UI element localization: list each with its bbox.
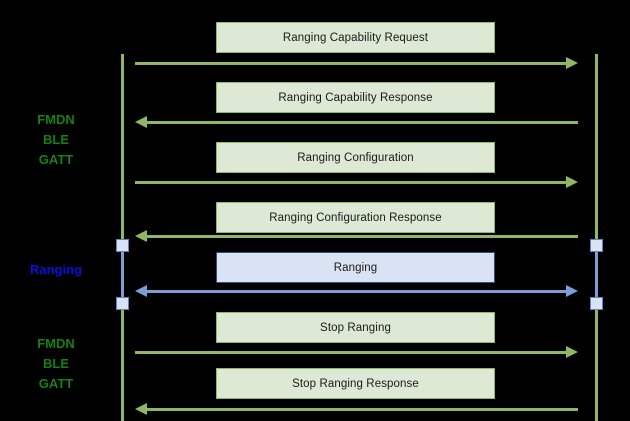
phase-label-line: FMDN [37, 336, 75, 351]
message-box-stop-ranging[interactable]: Stop Ranging [216, 312, 495, 343]
message-arrow-stop-ranging-response [135, 402, 578, 416]
arrow-shaft [135, 62, 566, 65]
arrow-shaft [147, 290, 566, 293]
phase-label-fmdn-ble-gatt-top: FMDN BLE GATT [10, 110, 102, 170]
phase-label-line: Ranging [30, 262, 82, 277]
phase-label-line: GATT [38, 152, 74, 167]
activation-box-right-end [590, 297, 603, 310]
arrow-shaft [135, 181, 566, 184]
arrow-shaft [135, 351, 566, 354]
message-arrow-stop-ranging [135, 345, 578, 359]
message-box-ranging[interactable]: Ranging [216, 252, 495, 283]
message-arrow-ranging-capability-request [135, 56, 578, 70]
arrow-shaft [147, 235, 578, 238]
lifeline-right-ranging [595, 245, 598, 317]
arrowhead-left-icon [135, 403, 147, 415]
message-box-ranging-capability-response[interactable]: Ranging Capability Response [216, 82, 495, 113]
phase-label-line: FMDN [37, 112, 75, 127]
phase-label-line: BLE [43, 132, 69, 147]
activation-box-left-start [116, 239, 129, 252]
message-box-stop-ranging-response[interactable]: Stop Ranging Response [216, 368, 495, 399]
arrowhead-right-icon [566, 57, 578, 69]
message-arrow-ranging-bidirectional [135, 284, 578, 298]
phase-label-ranging: Ranging [10, 260, 102, 280]
lifeline-right-upper [595, 54, 598, 245]
message-arrow-ranging-capability-response [135, 115, 578, 129]
arrowhead-left-icon [135, 116, 147, 128]
message-box-ranging-configuration-response[interactable]: Ranging Configuration Response [216, 202, 495, 233]
arrowhead-right-icon [566, 176, 578, 188]
message-box-ranging-capability-request[interactable]: Ranging Capability Request [216, 22, 495, 53]
lifeline-left-ranging [121, 245, 124, 317]
activation-box-left-end [116, 297, 129, 310]
activation-box-right-start [590, 239, 603, 252]
phase-label-line: GATT [38, 376, 74, 391]
message-box-ranging-configuration[interactable]: Ranging Configuration [216, 142, 495, 173]
arrowhead-left-icon [135, 285, 147, 297]
arrow-shaft [147, 121, 578, 124]
lifeline-right-lower [595, 310, 598, 421]
arrowhead-left-icon [135, 230, 147, 242]
message-arrow-ranging-configuration-response [135, 229, 578, 243]
arrow-shaft [147, 408, 578, 411]
arrowhead-right-icon [566, 346, 578, 358]
phase-label-fmdn-ble-gatt-bottom: FMDN BLE GATT [10, 334, 102, 394]
phase-label-line: BLE [43, 356, 69, 371]
lifeline-left-lower [121, 310, 124, 421]
message-arrow-ranging-configuration [135, 175, 578, 189]
arrowhead-right-icon [566, 285, 578, 297]
lifeline-left-upper [121, 54, 124, 245]
